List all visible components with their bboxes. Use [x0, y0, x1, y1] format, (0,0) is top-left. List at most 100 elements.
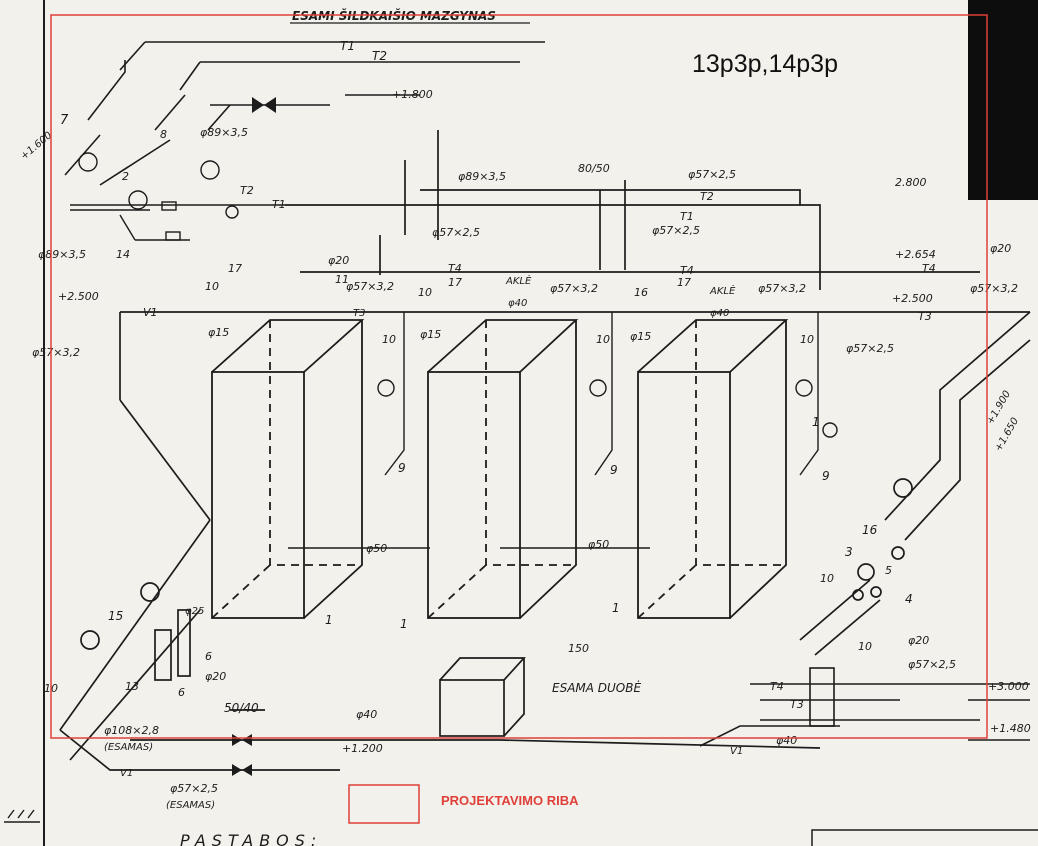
- note-esamas-2: (ESAMAS): [166, 800, 215, 811]
- dim-40-a: φ40: [508, 298, 527, 309]
- title-block-edge: [811, 829, 1038, 846]
- dim-20-bottom-left: φ20: [205, 670, 226, 683]
- callout-14: 14: [116, 248, 130, 261]
- gauge-cluster-top-left: [70, 152, 285, 241]
- callout-4: 4: [905, 592, 913, 606]
- top-pipe-group: [64, 41, 545, 186]
- pipe-label-t1-left: T1: [272, 198, 286, 211]
- pipe-label-t4-mid: T4: [448, 262, 462, 275]
- dim-57-25-entry: φ57×2,5: [170, 782, 218, 795]
- callout-16-a: 16: [634, 286, 648, 299]
- callout-6-b: 6: [178, 686, 185, 699]
- callout-1-right: 1: [812, 415, 820, 429]
- elev-2500-left: +2.500: [58, 290, 99, 303]
- dim-150: 150: [568, 642, 589, 655]
- dim-89-left: φ89×3,5: [38, 248, 86, 261]
- dim-89-header: φ89×3,5: [458, 170, 506, 183]
- elev-2654: +2.654: [895, 248, 936, 261]
- pipe-label-t4-bottom: T4: [770, 680, 784, 693]
- dim-57-32-r: φ57×3,2: [758, 282, 806, 295]
- elev-3000: +3.000: [988, 680, 1029, 693]
- dim-40-bottom: φ40: [776, 734, 797, 747]
- callout-10-d: 10: [596, 333, 610, 346]
- dim-20-header: φ20: [328, 254, 349, 267]
- dim-15-a: φ15: [208, 326, 229, 339]
- tank-2: [427, 319, 579, 619]
- ground-hatch: [4, 809, 40, 823]
- dim-57-25-left: φ57×2,5: [432, 226, 480, 239]
- pipe-label-t4-mid2: T4: [680, 264, 694, 277]
- dim-57-25-mid: φ57×2,5: [652, 224, 700, 237]
- elev-1480: +1.480: [990, 722, 1031, 735]
- dim-57-32-mid: φ57×3,2: [550, 282, 598, 295]
- dim-57-25-top: φ57×2,5: [688, 168, 736, 181]
- callout-13: 13: [125, 680, 139, 693]
- dim-57-25-tank: φ57×2,5: [846, 342, 894, 355]
- pipe-label-t2-left: T2: [240, 184, 254, 197]
- dim-20-right: φ20: [990, 242, 1011, 255]
- callout-10-v1: 10: [205, 280, 219, 293]
- callout-9-a: 9: [398, 461, 406, 475]
- dim-57-32-t1: φ57×3,2: [346, 280, 394, 293]
- pipe-label-t3-right: T3: [918, 310, 932, 323]
- callout-11: 11: [335, 273, 349, 286]
- callout-2: 2: [122, 170, 129, 183]
- callout-5: 5: [885, 564, 892, 577]
- callout-10-e: 10: [800, 333, 814, 346]
- dim-57-32-right: φ57×3,2: [970, 282, 1018, 295]
- dim-40-b: φ40: [710, 308, 729, 319]
- callout-8: 8: [160, 128, 167, 141]
- callout-16-b: 16: [862, 523, 878, 537]
- elev-1200: +1.200: [342, 742, 383, 755]
- dim-57-25-bottom: φ57×2,5: [908, 658, 956, 671]
- elev-1800: +1.800: [392, 88, 433, 101]
- pipe-label-t2-top: T2: [700, 190, 714, 203]
- valve-bottom: [232, 734, 252, 776]
- tank-1: [211, 319, 365, 619]
- project-boundary: [50, 14, 988, 739]
- callout-15: 15: [108, 609, 123, 623]
- supply-headers: [119, 130, 1030, 521]
- callout-3: 3: [845, 545, 853, 559]
- right-riser: [799, 311, 1031, 656]
- legend-label: PROJEKTAVIMO RIBA: [441, 793, 579, 808]
- callout-10-c: 10: [382, 333, 396, 346]
- dim-50-a: φ50: [366, 542, 387, 555]
- elev-1600: +1.600: [19, 130, 54, 162]
- callout-10-g: 10: [858, 640, 872, 653]
- dim-108: φ108×2,8: [104, 724, 159, 737]
- dim-50-b: φ50: [588, 538, 609, 551]
- callout-1-tank2: 1: [400, 617, 408, 631]
- callout-9-c: 9: [822, 469, 830, 483]
- note-akle-1: AKLĖ: [505, 274, 532, 287]
- pipe-label-t2: T2: [372, 49, 387, 63]
- existing-pit: [439, 657, 526, 737]
- drawing-annotation: 13p3p,14p3p: [692, 50, 838, 78]
- elev-2800: 2.800: [895, 176, 927, 189]
- black-tape: [968, 0, 1038, 200]
- note-esama-duobe: ESAMA DUOBĖ: [552, 680, 641, 695]
- callout-17-b: 17: [448, 276, 462, 289]
- tank-fittings: [288, 312, 838, 549]
- elev-2500-right: +2.500: [892, 292, 933, 305]
- callout-1-tank3: 1: [612, 601, 620, 615]
- dim-50-40: 50/40: [224, 701, 259, 715]
- bottom-right-manifold: [699, 667, 1030, 747]
- dim-20-bottom-right: φ20: [908, 634, 929, 647]
- note-pastabos: PASTABOS:: [180, 831, 322, 846]
- callout-10-b: 10: [418, 286, 432, 299]
- dim-80-50: 80/50: [578, 162, 610, 175]
- pipe-label-t1-top: T1: [680, 210, 694, 223]
- pipe-label-t3-a: T3: [353, 308, 365, 319]
- dim-89-top: φ89×3,5: [200, 126, 248, 139]
- pipe-label-v1-right: V1: [730, 746, 743, 757]
- dim-15-b: φ15: [420, 328, 441, 341]
- pipe-label-t1: T1: [340, 39, 355, 53]
- pipe-label-t3-bottom: T3: [790, 698, 804, 711]
- callout-17-c: 17: [677, 276, 691, 289]
- callout-17-a: 17: [228, 262, 242, 275]
- dim-25: φ25: [185, 606, 204, 617]
- dim-57-32-left: φ57×3,2: [32, 346, 80, 359]
- callout-9-b: 9: [610, 463, 618, 477]
